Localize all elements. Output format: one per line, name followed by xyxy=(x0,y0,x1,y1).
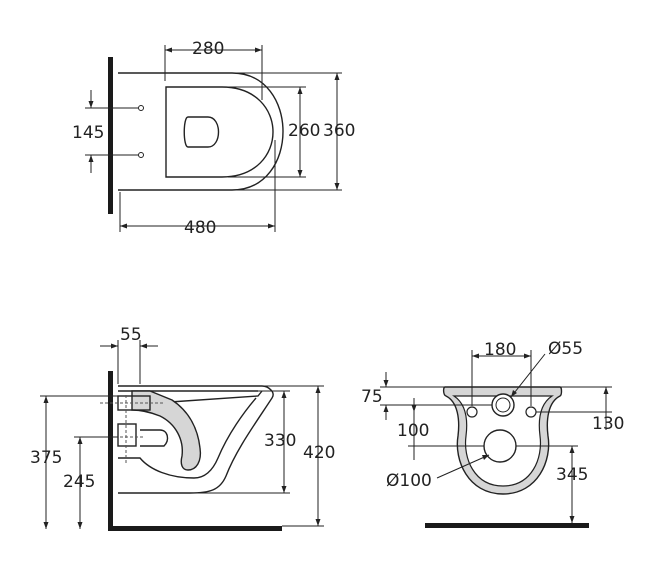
dim-330: 330 xyxy=(264,431,296,451)
dim-260: 260 xyxy=(288,121,320,141)
dim-180: 180 xyxy=(484,340,516,360)
dim-75: 75 xyxy=(361,387,383,407)
side-view-floor xyxy=(108,526,282,531)
mount-hole-lower xyxy=(138,152,144,158)
dim-55: 55 xyxy=(120,325,142,345)
dim-345: 345 xyxy=(556,465,588,485)
top-view-seat-outline xyxy=(165,86,274,178)
rear-view-bolt-right xyxy=(525,406,537,418)
dim-480: 480 xyxy=(184,218,216,238)
side-view-bowl-outer xyxy=(118,385,274,494)
dim-245: 245 xyxy=(63,472,95,492)
side-view: 55 375 245 330 420 xyxy=(30,325,335,531)
rear-view: 180 Ø55 75 100 130 345 Ø1 xyxy=(361,339,624,528)
dim-145: 145 xyxy=(72,123,104,143)
side-view-wall xyxy=(108,371,113,531)
dim-420: 420 xyxy=(303,443,335,463)
rear-view-outlet xyxy=(483,429,517,463)
mount-hole-upper xyxy=(138,105,144,111)
dim-o100: Ø100 xyxy=(386,471,432,491)
dim-375: 375 xyxy=(30,448,62,468)
dim-360: 360 xyxy=(323,121,355,141)
top-view-wall xyxy=(108,57,113,214)
side-view-trap xyxy=(131,390,202,471)
dim-130: 130 xyxy=(592,414,624,434)
dim-100: 100 xyxy=(397,421,429,441)
top-view-body-outline xyxy=(118,72,284,191)
dim-280: 280 xyxy=(192,39,224,59)
dim-o55: Ø55 xyxy=(548,339,583,359)
top-view: 280 145 260 360 480 xyxy=(72,39,355,238)
rear-view-floor xyxy=(425,523,589,528)
rear-view-inlet xyxy=(491,393,515,417)
top-view-bowl-opening xyxy=(183,116,220,148)
rear-view-bolt-left xyxy=(466,406,478,418)
